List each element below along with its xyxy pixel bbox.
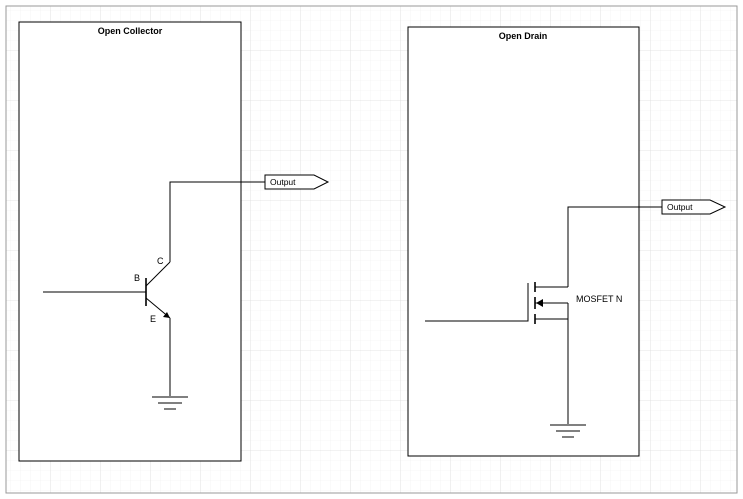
gate-input-wire[interactable]: [425, 283, 529, 322]
ground-icon: [152, 396, 188, 410]
output-port-left[interactable]: [264, 174, 330, 190]
ground-icon: [550, 424, 586, 438]
output-port-right-label: Output: [667, 202, 693, 212]
mosfet-label: MOSFET N: [576, 294, 622, 304]
open-collector-box[interactable]: [18, 21, 242, 462]
open-collector-title: Open Collector: [98, 26, 163, 36]
collector-lead: [145, 261, 171, 287]
open-drain-title: Open Drain: [499, 31, 548, 41]
canvas-frame: [5, 5, 738, 494]
pin-label-c: C: [157, 256, 164, 266]
open-drain-box[interactable]: [407, 26, 640, 457]
mosfet-arrow-icon: [536, 299, 543, 307]
emitter-arrow-icon: [163, 312, 170, 318]
pin-label-e: E: [150, 314, 156, 324]
drain-output-wire[interactable]: [567, 206, 662, 287]
output-port-right[interactable]: [661, 199, 727, 215]
output-port-left-label: Output: [270, 177, 296, 187]
collector-output-wire[interactable]: [169, 181, 265, 262]
open-collector-panel[interactable]: Open Collector B C E Output: [18, 21, 330, 462]
open-drain-panel[interactable]: Open Drain MOSFET N Output: [407, 26, 727, 457]
pin-label-b: B: [134, 273, 140, 283]
